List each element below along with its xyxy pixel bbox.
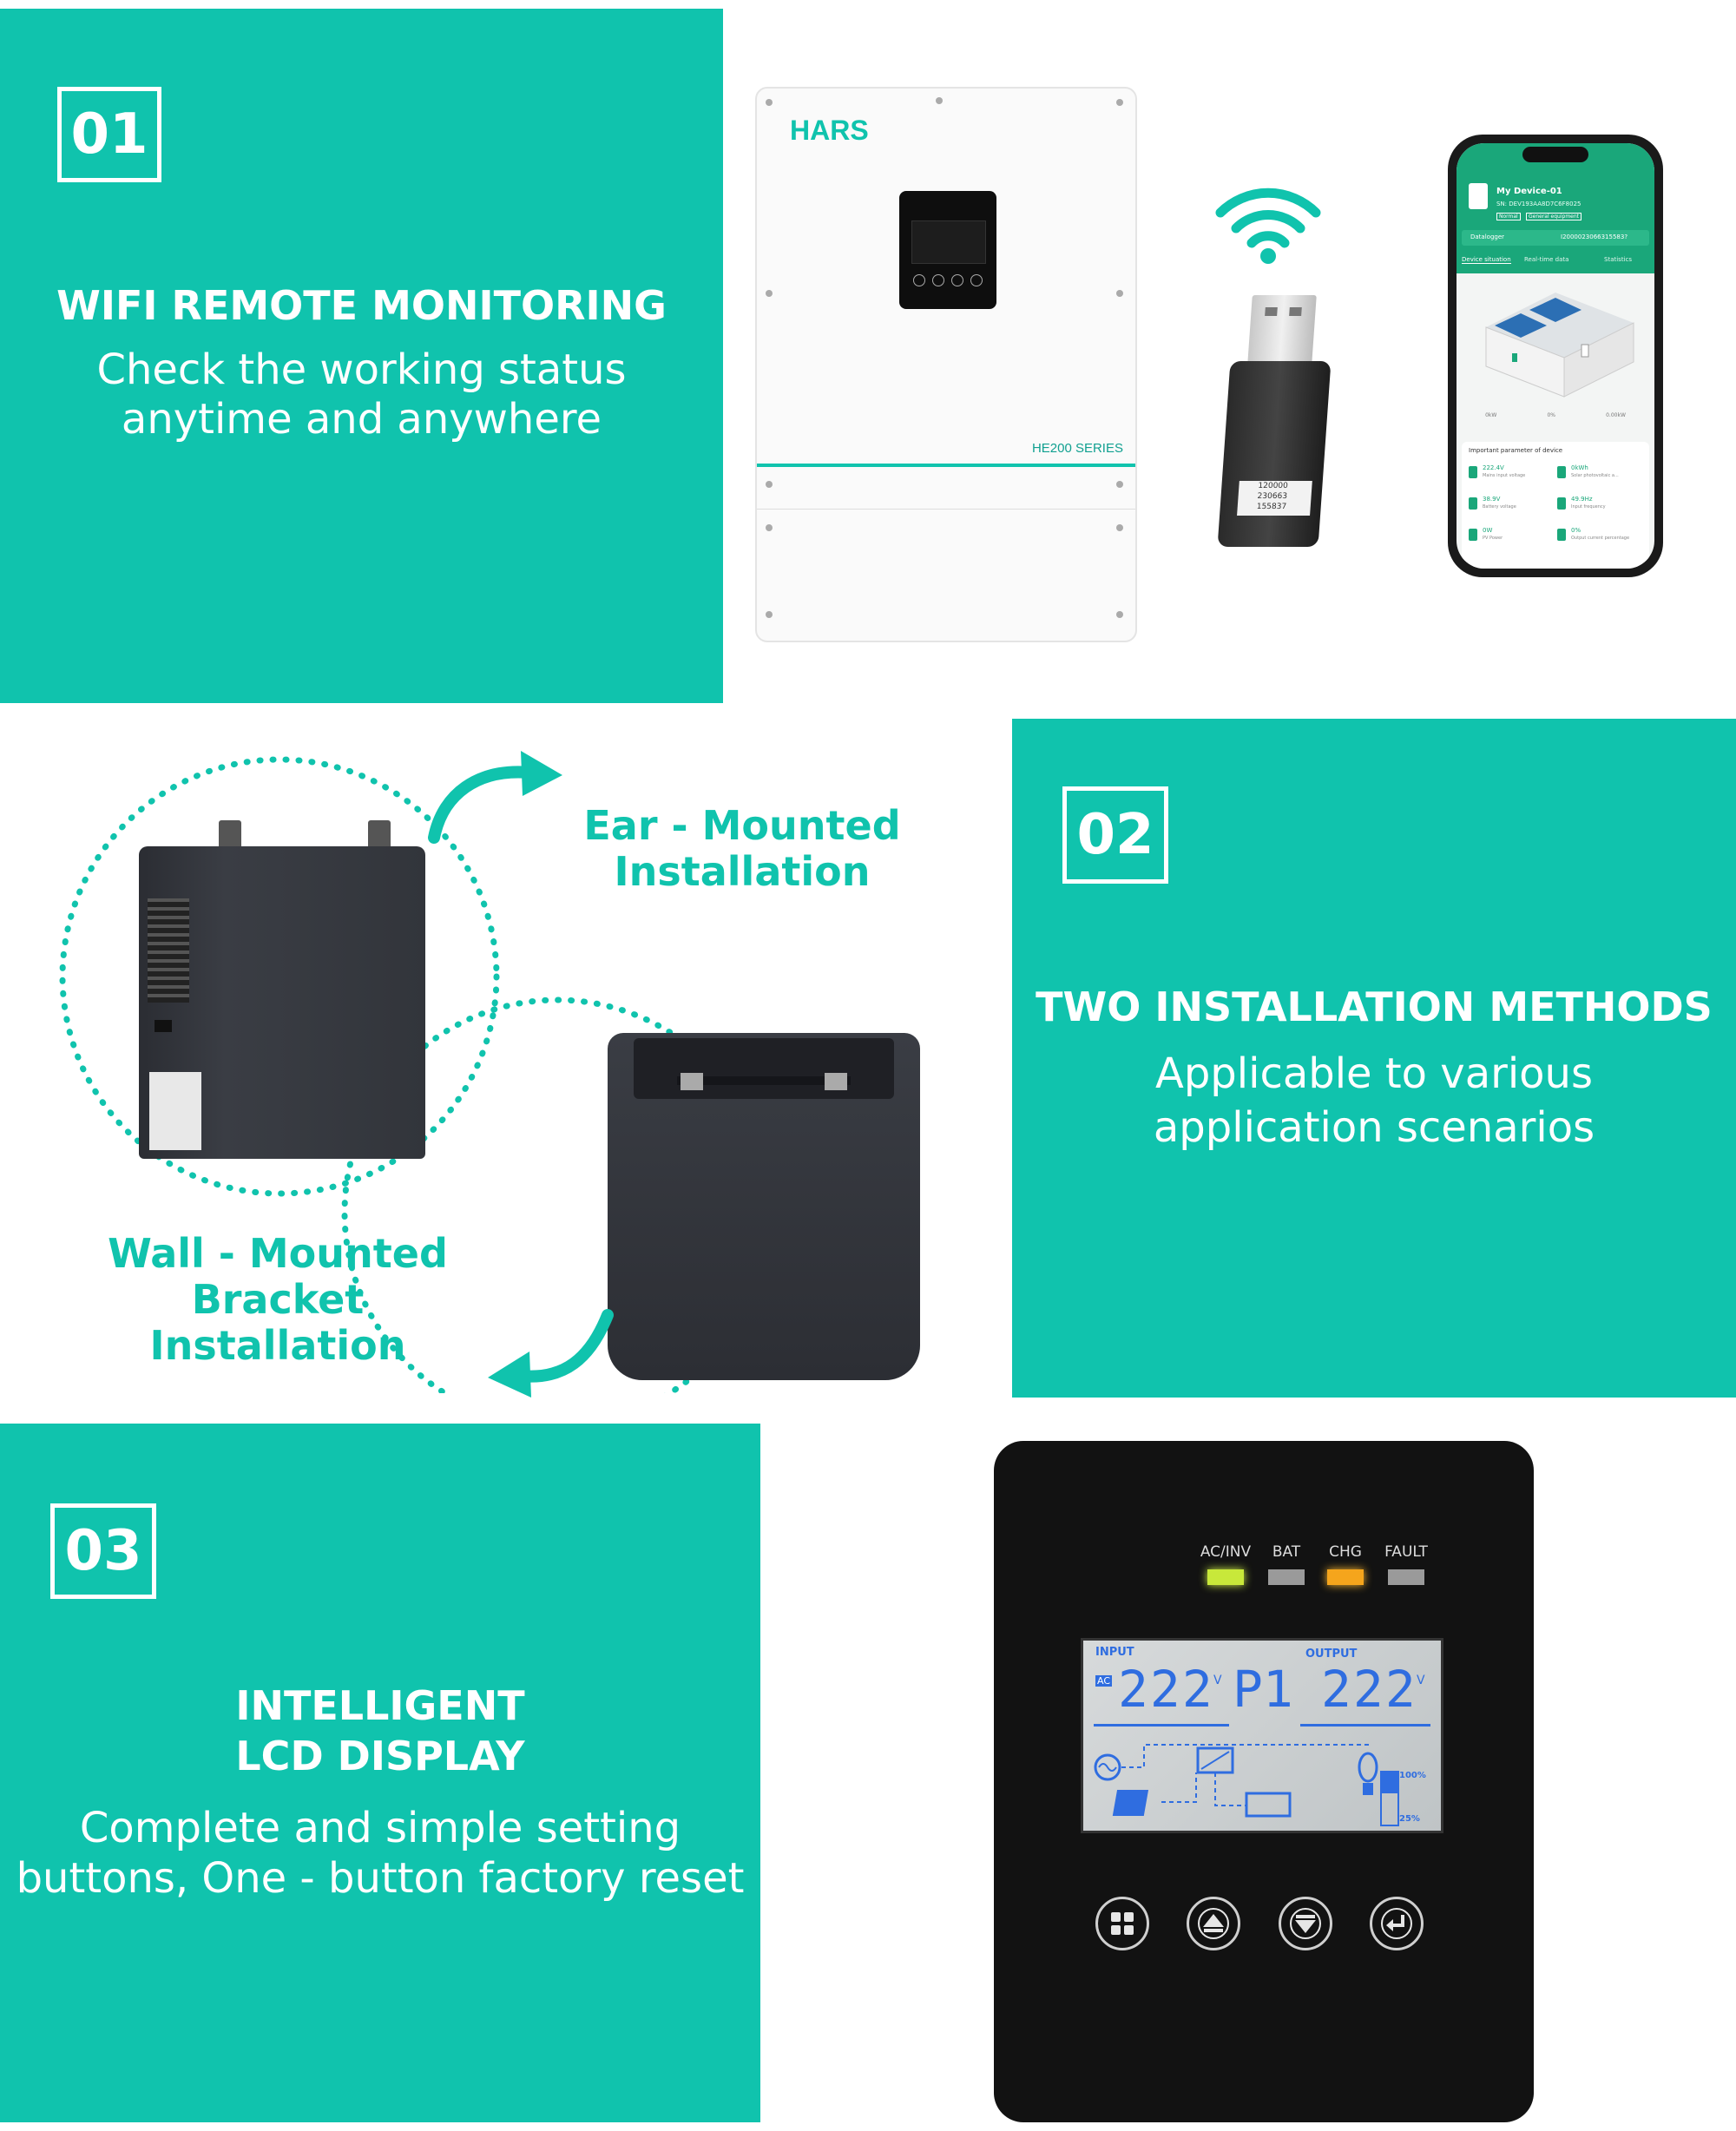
section-title-installation: TWO INSTALLATION METHODS <box>1036 983 1713 1030</box>
lcd-flow-diagram-icon <box>1094 1744 1378 1818</box>
app-datalogger-value: I2000023066315583? <box>1561 233 1628 240</box>
section-desc-wifi-1: Check the working status <box>96 345 627 394</box>
section-desc-installation-1: Applicable to various <box>1155 1049 1593 1098</box>
app-param-1: 0kWh Solar photovoltaic a... <box>1557 464 1644 490</box>
curved-arrow-down-icon <box>488 1309 614 1398</box>
enter-icon <box>1381 1908 1412 1939</box>
app-params-title: Important parameter of device <box>1469 447 1563 454</box>
wall-mounted-battery-image <box>608 1033 920 1380</box>
phone-image: My Device-01 SN: DEV193AA8D7C6F8025 Norm… <box>1448 135 1663 577</box>
section-title-lcd-1: INTELLIGENT <box>235 1682 525 1729</box>
app-device-serial: SN: DEV193AA8D7C6F8025 <box>1496 201 1581 207</box>
lcd-input-unit: V <box>1213 1674 1222 1687</box>
lcd-output-value: 222 <box>1321 1660 1417 1719</box>
lcd-ac-tag: AC <box>1095 1675 1113 1687</box>
app-device-name: My Device-01 <box>1496 187 1562 196</box>
lcd-control-panel: AC/INV BAT CHG FAULT INPUT OUTPUT AC 222… <box>994 1441 1534 2122</box>
section-wifi-panel: 01 WIFI REMOTE MONITORING Check the work… <box>0 9 723 703</box>
app-flow-value-3: 0.00kW <box>1606 412 1626 418</box>
section-desc-lcd-2: buttons, One - button factory reset <box>16 1854 745 1903</box>
ear-mounted-battery-image <box>139 820 425 1159</box>
app-status-badge: Normal <box>1496 213 1521 220</box>
lcd-load-bar <box>1380 1771 1399 1826</box>
wall-mounted-label: Wall - Mounted Bracket Installation <box>108 1230 448 1369</box>
section-number-03: 03 <box>50 1503 156 1599</box>
app-param-4: 0W PV Power <box>1469 527 1555 553</box>
section-number-01: 01 <box>57 87 161 182</box>
enter-button[interactable] <box>1370 1897 1424 1950</box>
led-bat: BAT <box>1256 1543 1317 1585</box>
section-desc-wifi-2: anytime and anywhere <box>121 395 602 444</box>
menu-button[interactable] <box>1095 1897 1149 1950</box>
led-fault: FAULT <box>1376 1543 1437 1585</box>
lcd-input-label: INPUT <box>1095 1646 1134 1659</box>
lcd-mode-value: P1 <box>1233 1660 1293 1719</box>
lcd-load-high: 100% <box>1399 1771 1426 1780</box>
lcd-output-label: OUTPUT <box>1305 1648 1358 1661</box>
app-tab-device[interactable]: Device situation <box>1462 256 1511 264</box>
app-param-2: 38.9V Battery voltage <box>1469 496 1555 522</box>
app-flow-value-1: 0kW <box>1485 412 1497 418</box>
section-title-lcd-2: LCD DISPLAY <box>235 1733 525 1779</box>
app-param-5: 0% Output current percentage <box>1557 527 1644 553</box>
up-icon <box>1198 1908 1229 1939</box>
app-tab-realtime[interactable]: Real-time data <box>1524 256 1569 263</box>
phone-screen: My Device-01 SN: DEV193AA8D7C6F8025 Norm… <box>1457 143 1654 569</box>
up-button[interactable] <box>1187 1897 1240 1950</box>
inverter-image: HARS HE200 SERIES <box>755 87 1137 642</box>
section-lcd-panel: 03 INTELLIGENT LCD DISPLAY Complete and … <box>0 1424 760 2122</box>
house-illustration-icon <box>1485 293 1634 398</box>
section-title-wifi: WIFI REMOTE MONITORING <box>56 282 667 329</box>
lcd-load-low: 25% <box>1399 1814 1420 1824</box>
app-datalogger-label: Datalogger <box>1470 233 1505 240</box>
lcd-input-value: 222 <box>1118 1660 1214 1719</box>
curved-arrow-up-icon <box>428 751 562 844</box>
led-ac-inv: AC/INV <box>1195 1543 1256 1585</box>
wifi-icon <box>1215 187 1321 264</box>
ear-mounted-label: Ear - Mounted Installation <box>583 802 901 895</box>
down-button[interactable] <box>1279 1897 1332 1950</box>
app-params-card: Important parameter of device 222.4V Mai… <box>1462 442 1649 569</box>
inverter-display <box>899 191 996 309</box>
app-flow-value-2: 0% <box>1547 412 1555 418</box>
dongle-label: 120000 230663 155837 <box>1237 481 1312 516</box>
app-param-3: 49.9Hz Input frequency <box>1557 496 1644 522</box>
app-type-badge: General equipment <box>1526 213 1582 220</box>
menu-icon <box>1111 1912 1134 1935</box>
wifi-dongle-image: 120000 230663 155837 <box>1215 295 1332 547</box>
led-chg: CHG <box>1315 1543 1376 1585</box>
inverter-brand: HARS <box>790 115 869 146</box>
inverter-series-label: HE200 SERIES <box>1031 441 1123 456</box>
section-desc-lcd-1: Complete and simple setting <box>79 1804 681 1852</box>
section-installation-panel: 02 TWO INSTALLATION METHODS Applicable t… <box>1012 719 1736 1398</box>
lcd-output-unit: V <box>1417 1674 1425 1687</box>
app-tab-statistics[interactable]: Statistics <box>1604 256 1632 263</box>
lcd-screen: INPUT OUTPUT AC 222 V P1 222 V 100% 25% <box>1081 1638 1443 1833</box>
section-number-02: 02 <box>1062 786 1168 884</box>
app-param-0: 222.4V Mains input voltage <box>1469 464 1555 490</box>
section-desc-installation-2: application scenarios <box>1153 1103 1595 1152</box>
down-icon <box>1290 1908 1321 1939</box>
